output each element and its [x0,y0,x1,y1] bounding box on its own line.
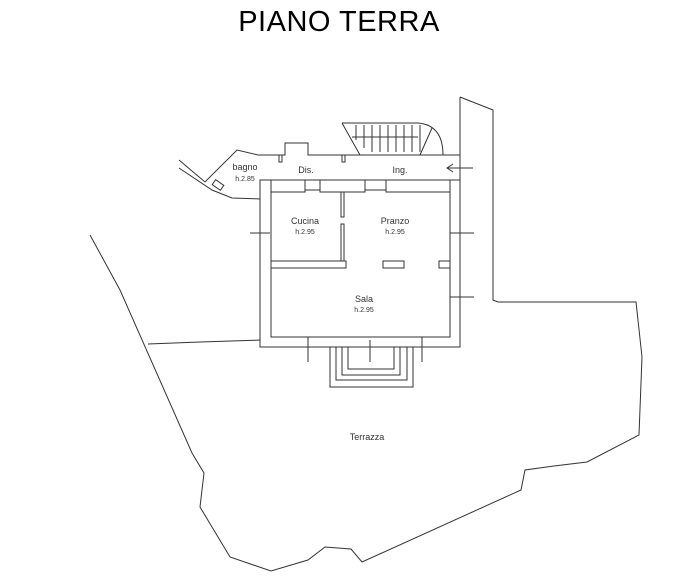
bagno-wall [178,149,259,183]
windows [250,232,474,362]
partition [340,191,345,218]
room-height-pranzo: h.2.95 [385,229,405,236]
partition [319,179,366,193]
room-height-sala: h.2.95 [354,307,374,314]
partition [340,223,345,262]
room-label-sala: Sala [355,294,373,304]
room-height-cucina: h.2.95 [295,229,315,236]
entrance-arrow-icon [446,163,473,173]
wall-stub [341,154,346,163]
wall-stub [278,154,283,163]
room-label-pranzo: Pranzo [381,216,410,226]
entrance-steps [329,347,414,388]
bagno-window [211,178,225,192]
room-label-bagno: bagno [232,162,257,172]
room-height-bagno: h.2.85 [235,176,255,183]
site-boundary-right [89,96,643,572]
room-label-terrazza: Terrazza [350,432,385,442]
stairs [341,122,444,156]
partition [270,179,306,193]
partition [382,260,405,269]
partition [270,260,347,269]
partition [438,260,451,269]
room-label-dis: Dis. [298,165,314,175]
room-label-ing: Ing. [392,165,407,175]
plan-title: PIANO TERRA [238,6,440,38]
partition [385,179,451,193]
terrace-boundary-left [147,339,263,345]
room-label-cucina: Cucina [291,216,319,226]
bagno-wall-outer [178,167,263,200]
